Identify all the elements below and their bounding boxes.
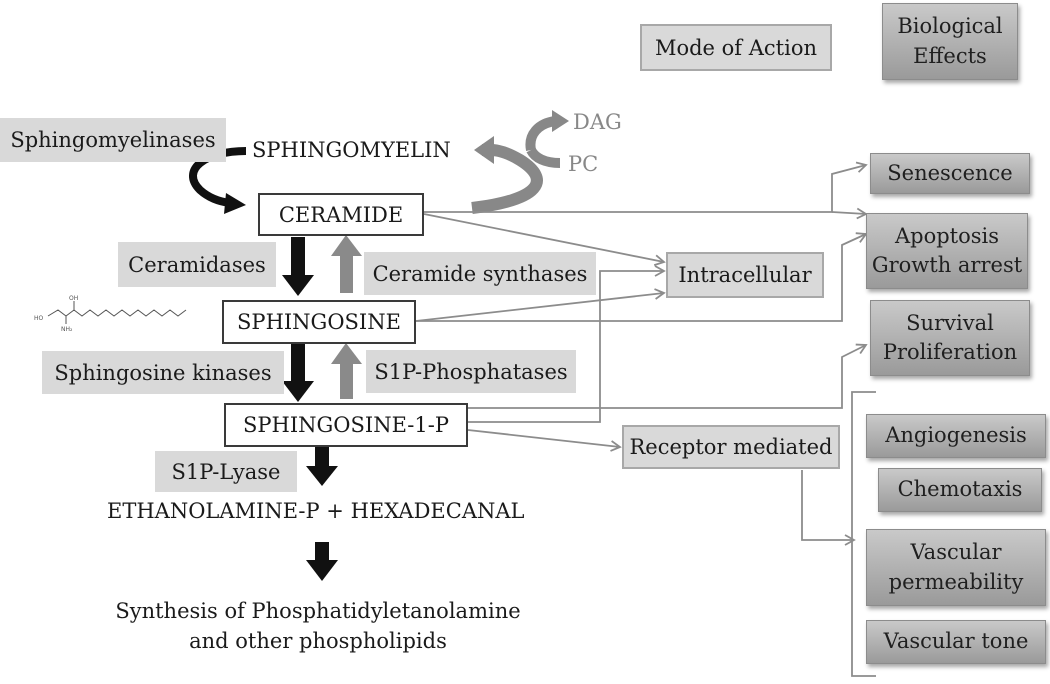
apoptosis-line-2: Growth arrest [871,253,1023,277]
biological-effects-line-1: Biological [897,14,1003,39]
angiogenesis-effect: Angiogenesis [866,414,1046,458]
angiogenesis-text: Angiogenesis [885,423,1027,448]
biological-effects-legend: Biological Effects [882,3,1018,80]
sphingosine-kinases-label: Sphingosine kinases [42,351,284,394]
ceramidases-label: Ceramidases [118,242,276,287]
ceramide-to-intracellular [423,213,666,266]
sphingosine-node: SPHINGOSINE [222,300,416,344]
vascular-tone-text: Vascular tone [883,629,1029,654]
products-label: ETHANOLAMINE-P + HEXADECANAL [107,499,525,523]
ceramide-to-apoptosis [831,207,868,220]
pc-dag-swirl [471,143,543,214]
synthesis-arrow [306,542,338,581]
pc-arrow [526,147,561,168]
senescence-text: Senescence [887,160,1013,185]
sphingosine-to-intracellular [415,288,666,322]
structure-label-oh: OH [69,295,78,302]
vascular-permeability-line-2: permeability [888,569,1024,594]
biological-effects-line-2: Effects [913,43,987,68]
structure-label-ho: HO [34,315,44,322]
structure-label-nh2: NH₂ [61,326,73,333]
sphingomyelinase-arrowhead [224,193,246,214]
sphingomyelin-label: SPHINGOMYELIN [252,138,451,162]
effects-bracket [851,391,876,677]
ceramide-node: CERAMIDE [258,193,424,236]
s1p-phosphatase-arrow [331,343,362,399]
sphingomyelin-arrowhead [474,136,494,164]
vascular-tone-effect: Vascular tone [866,620,1046,664]
receptor-to-effects [801,470,856,546]
ceramide-synthases-label: Ceramide synthases [364,252,596,295]
chemotaxis-text: Chemotaxis [897,477,1023,502]
intracellular-mode: Intracellular [666,252,824,298]
vascular-permeability-effect: Vascular permeability [866,529,1046,606]
survival-effect: Survival Proliferation [870,300,1030,376]
survival-line-2: Proliferation [882,340,1018,364]
sphingosine-to-apoptosis [416,232,868,322]
apoptosis-effect: Apoptosis Growth arrest [866,213,1028,289]
pc-label: PC [568,152,599,176]
s1p-lyase-arrow [306,447,338,486]
s1p-to-survival [468,343,868,409]
s1p-to-intracellular [468,265,666,423]
ceramidase-arrow [282,237,314,296]
ceramide-synthase-arrow [331,235,362,293]
dag-arrow [525,116,557,151]
sphingosine-kinase-arrow [282,344,314,402]
mode-of-action-legend: Mode of Action [640,24,832,71]
survival-line-1: Survival [906,310,994,335]
s1p-lyase-label: S1P-Lyase [155,451,297,492]
dag-arrowhead [552,110,569,132]
synthesis-line-2: and other phospholipids [189,629,447,654]
s1p-node: SPHINGOSINE-1-P [224,403,468,447]
vascular-permeability-line-1: Vascular [910,540,1002,565]
synthesis-line-1: Synthesis of Phosphatidyletanolamine [115,599,521,623]
sphingosine-structure-icon: HO OH NH₂ [34,295,187,333]
s1p-phosphatases-label: S1P-Phosphatases [366,350,576,393]
sphingomyelinases-label: Sphingomyelinases [0,118,226,162]
receptor-mediated-mode: Receptor mediated [622,425,840,469]
synthesis-label: Synthesis of Phosphatidyletanolamine and… [0,596,636,657]
senescence-effect: Senescence [870,153,1030,194]
chemotaxis-effect: Chemotaxis [878,468,1042,512]
s1p-to-receptor [467,429,622,452]
dag-label: DAG [573,110,622,134]
apoptosis-line-1: Apoptosis [894,223,1000,248]
ceramide-to-senescence [424,161,868,213]
